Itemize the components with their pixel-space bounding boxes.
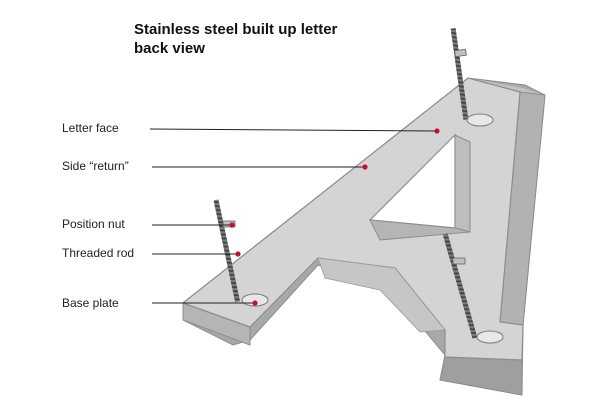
marker-position-nut [229, 222, 235, 228]
leader-lines [149, 128, 438, 304]
markers [229, 128, 440, 306]
label-base-plate: Base plate [62, 296, 119, 310]
label-letter-face: Letter face [62, 121, 119, 135]
label-threaded-rod: Threaded rod [62, 246, 135, 260]
label-side-return: Side “return” [62, 159, 129, 173]
threaded-rod-right [442, 233, 504, 344]
marker-letter-face [434, 128, 440, 134]
threaded-rod-top [450, 28, 494, 127]
marker-side-return [362, 164, 368, 170]
marker-threaded-rod [235, 251, 241, 257]
diagram-title: Stainless steel built up letter back vie… [134, 20, 337, 58]
title-line-2: back view [134, 40, 205, 57]
label-position-nut: Position nut [62, 217, 125, 231]
leader-letter-face [149, 128, 438, 132]
title-line-1: Stainless steel built up letter [134, 21, 338, 38]
marker-base-plate [252, 300, 258, 306]
letter-face [181, 77, 524, 361]
